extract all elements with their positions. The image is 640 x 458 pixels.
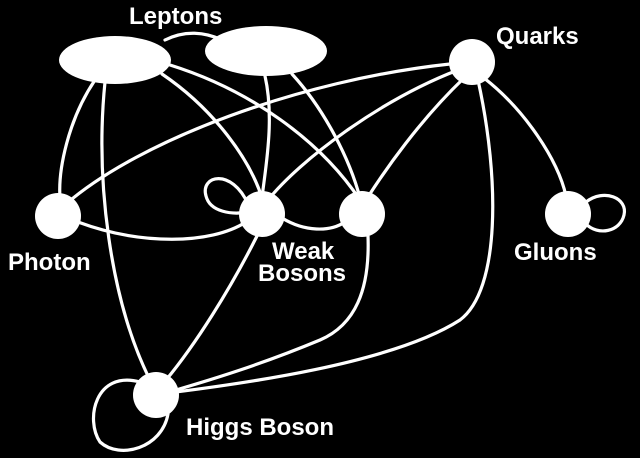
edge-quarks-weak-a <box>266 68 460 202</box>
leptons-label: Leptons <box>129 3 222 30</box>
higgs-boson-label: Higgs Boson <box>186 414 334 441</box>
edge-lepton-b-weak-b <box>290 72 362 200</box>
edge-lepton-a-photon <box>58 78 97 200</box>
labels: Leptons Quarks Photon Weak Bosons Gluons… <box>8 3 597 441</box>
gluons-node <box>545 191 591 237</box>
edge-lepton-a-weak-a <box>160 72 264 200</box>
weak-label-line1: Weak <box>272 238 335 265</box>
edge-quarks-photon <box>64 62 452 206</box>
photon-node <box>35 193 81 239</box>
edge-quarks-gluons <box>482 76 568 198</box>
higgs-boson-node <box>133 372 179 418</box>
edge-lepton-a-higgs <box>100 80 152 382</box>
nodes <box>35 26 591 418</box>
edge-weak-a-higgs <box>164 232 260 382</box>
edge-weak-b-higgs <box>174 234 370 392</box>
edges <box>58 31 626 452</box>
edge-weak-a-weak-b <box>280 216 347 231</box>
edge-quarks-weak-b <box>364 76 466 202</box>
edge-photon-weak-a <box>76 220 248 241</box>
weak-boson-node-left <box>239 191 285 237</box>
edge-quarks-higgs <box>174 78 495 394</box>
weak-boson-node-right <box>339 191 385 237</box>
quarks-label: Quarks <box>496 23 579 50</box>
quarks-node <box>449 39 495 85</box>
edge-lepton-b-weak-a <box>260 74 271 200</box>
edge-lepton-a-weak-b <box>168 63 362 202</box>
weak-label-line2: Bosons <box>258 260 346 287</box>
lepton-node-right <box>205 26 327 76</box>
edge-gluons-self-loop <box>584 193 626 233</box>
photon-label: Photon <box>8 249 91 276</box>
edge-higgs-self-loop <box>91 378 170 452</box>
edge-weak-a-self-loop <box>203 177 250 215</box>
lepton-node-left <box>59 36 171 84</box>
gluons-label: Gluons <box>514 239 597 266</box>
